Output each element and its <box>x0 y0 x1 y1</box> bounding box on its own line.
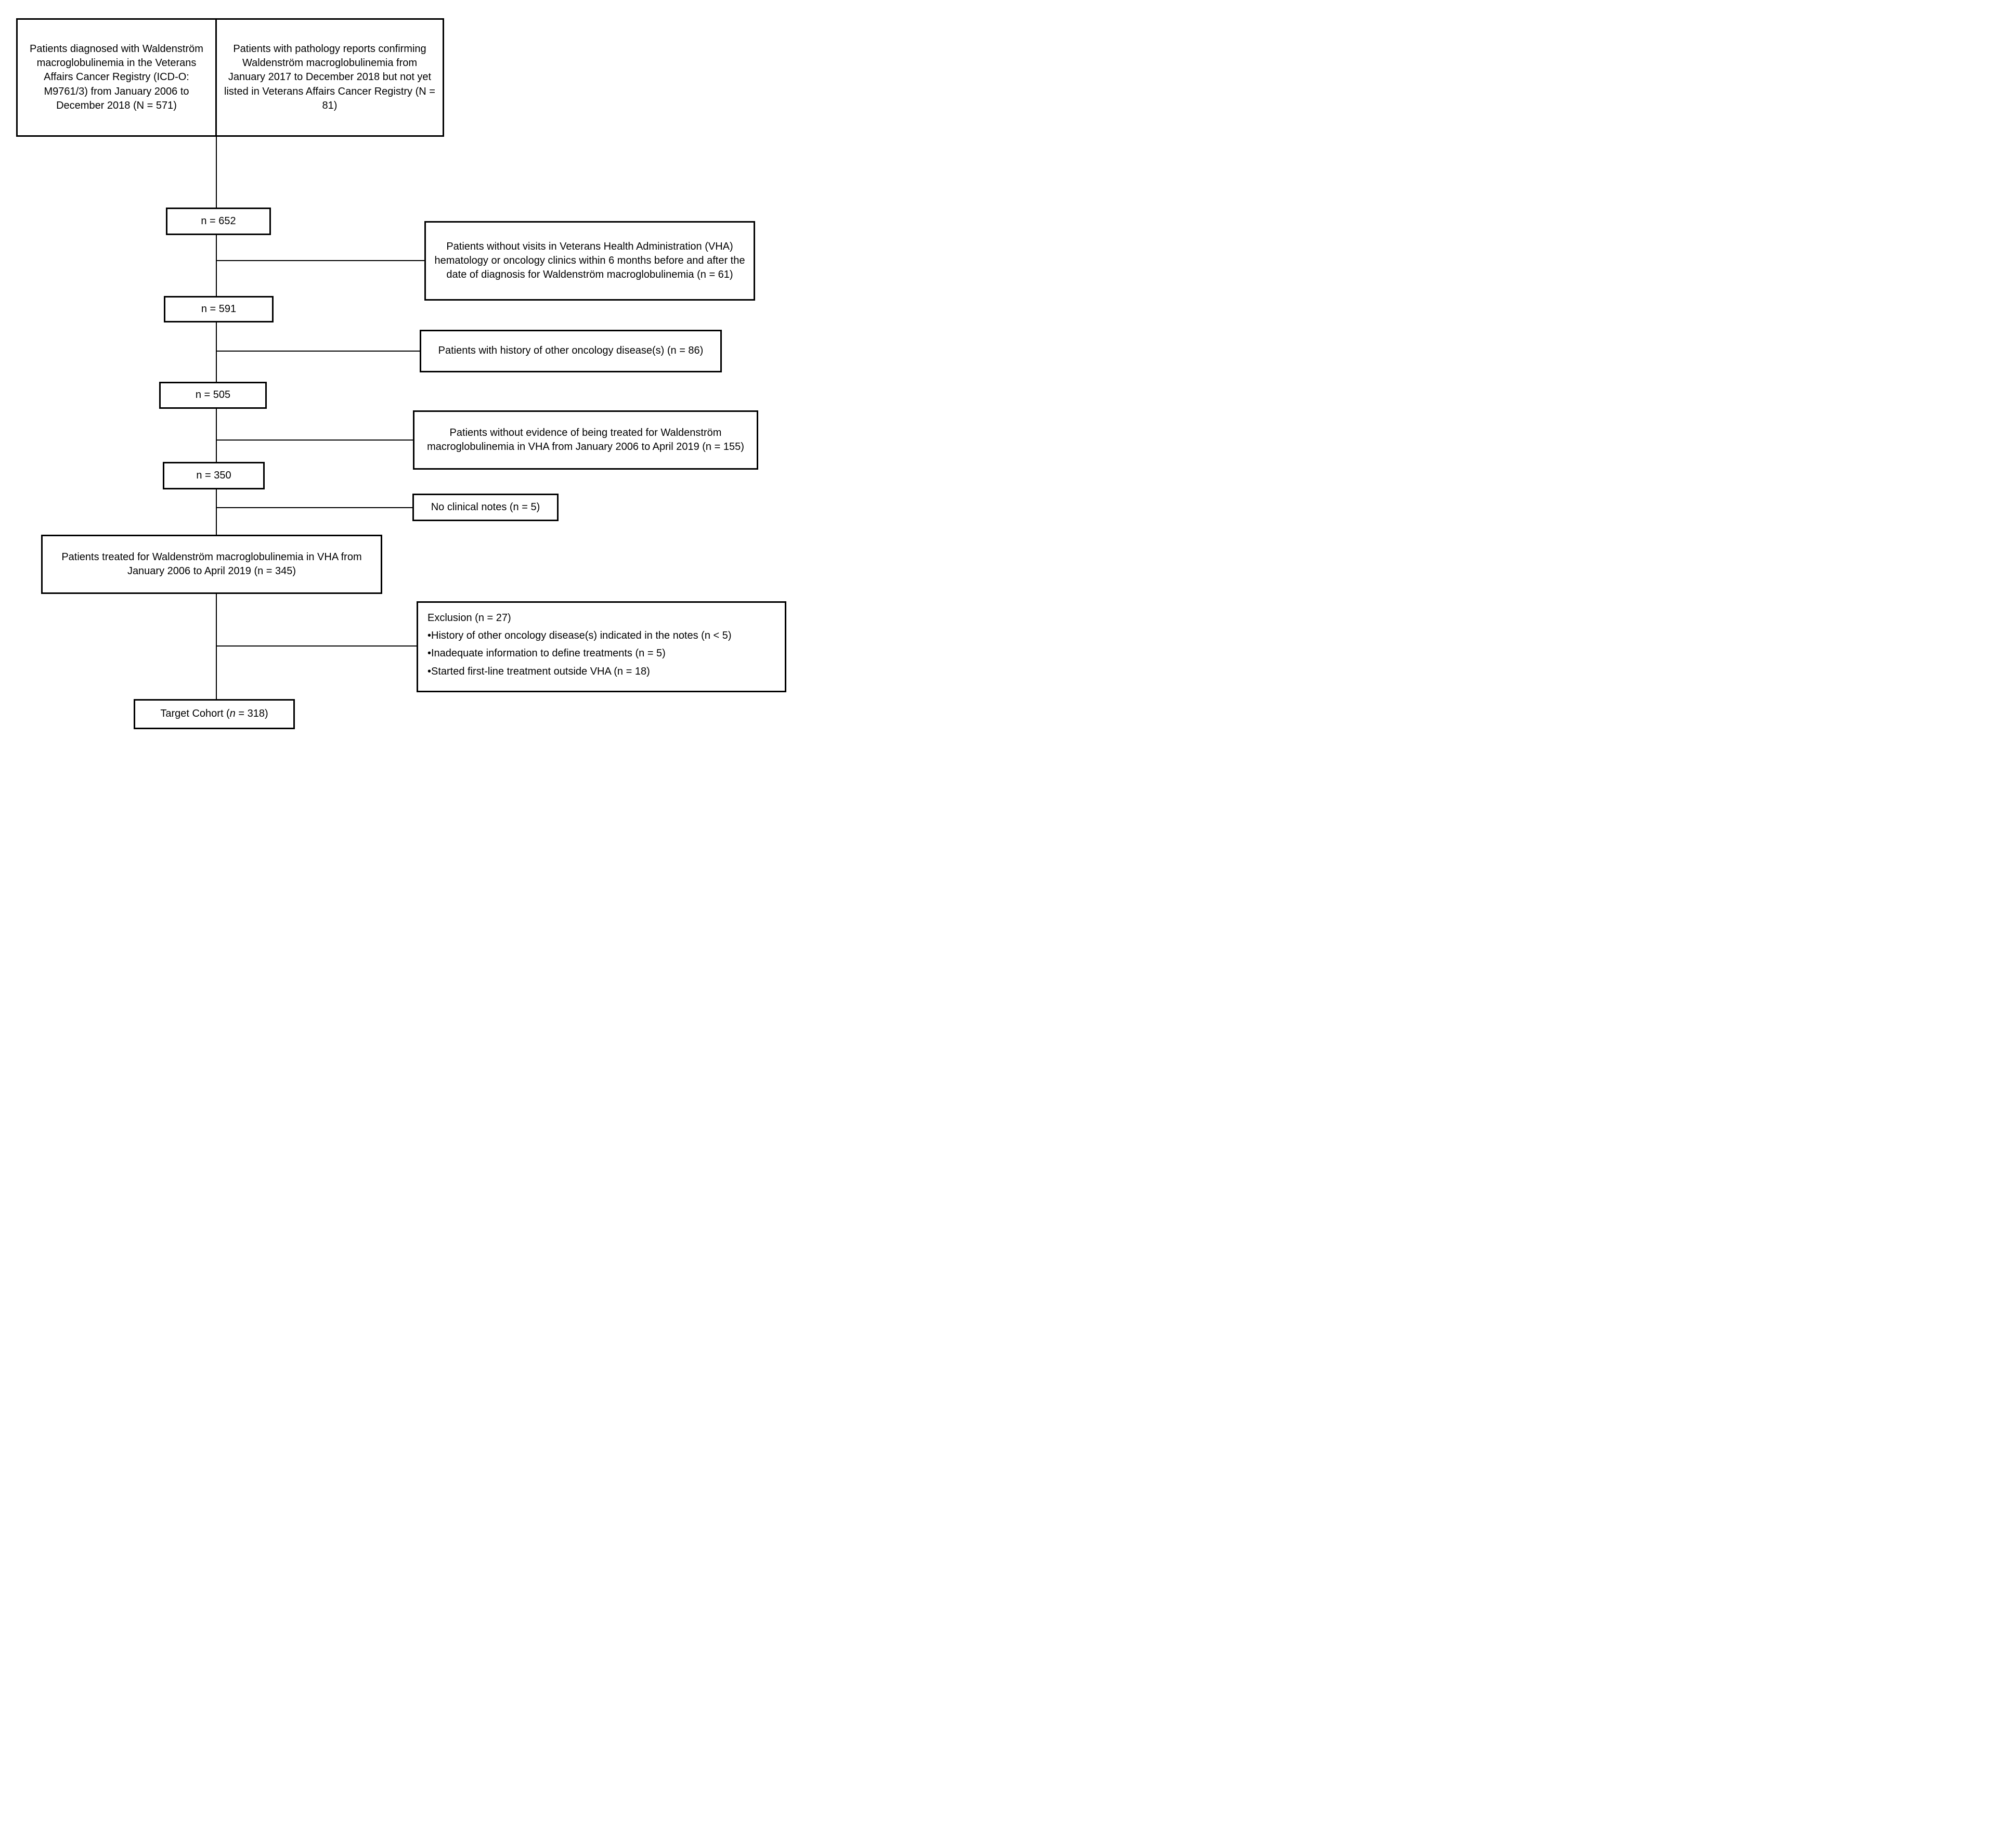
excluded-no-notes-box: No clinical notes (n = 5) <box>412 494 559 521</box>
registry-cohort-box: Patients diagnosed with Waldenström macr… <box>18 20 217 135</box>
connector-history-line <box>217 351 420 352</box>
count-box-350: n = 350 <box>163 462 265 489</box>
source-boxes: Patients diagnosed with Waldenström macr… <box>16 18 444 137</box>
exclusion-title: Exclusion (n = 27) <box>427 612 511 624</box>
pathology-cohort-text: Patients with pathology reports confirmi… <box>224 43 435 111</box>
target-cohort-box: Target Cohort (n = 318) <box>134 699 295 729</box>
count-652-text: n = 652 <box>201 215 236 227</box>
treated-cohort-text: Patients treated for Waldenström macrogl… <box>61 551 362 577</box>
patient-flow-diagram: Patients diagnosed with Waldenström macr… <box>0 0 799 739</box>
count-591-text: n = 591 <box>201 303 237 315</box>
exclusion-item: •Inadequate information to define treatm… <box>427 648 666 660</box>
excluded-no-treatment-text: Patients without evidence of being treat… <box>427 427 744 453</box>
count-box-591: n = 591 <box>164 296 274 322</box>
exclusion-summary-box: Exclusion (n = 27) •History of other onc… <box>417 601 786 692</box>
target-cohort-pre: Target Cohort ( <box>160 708 230 720</box>
excluded-history-text: Patients with history of other oncology … <box>438 345 704 357</box>
excluded-no-notes-text: No clinical notes (n = 5) <box>431 501 540 513</box>
count-box-652: n = 652 <box>166 208 271 235</box>
exclusion-item: •History of other oncology disease(s) in… <box>427 630 732 642</box>
count-box-505: n = 505 <box>159 382 267 409</box>
connector-no-notes-line <box>217 507 412 508</box>
connector-exclusion-line <box>217 645 417 647</box>
excluded-history-box: Patients with history of other oncology … <box>420 330 722 372</box>
excluded-no-treatment-box: Patients without evidence of being treat… <box>413 410 758 470</box>
connector-no-treatment-line <box>217 440 413 441</box>
count-505-text: n = 505 <box>195 389 231 401</box>
count-350-text: n = 350 <box>196 469 231 481</box>
trunk-line <box>216 137 217 699</box>
target-cohort-n: n <box>229 708 236 720</box>
pathology-cohort-box: Patients with pathology reports confirmi… <box>217 20 443 135</box>
connector-no-visits-line <box>217 260 424 261</box>
excluded-no-visits-box: Patients without visits in Veterans Heal… <box>424 221 755 301</box>
treated-cohort-box: Patients treated for Waldenström macrogl… <box>41 535 382 594</box>
excluded-no-visits-text: Patients without visits in Veterans Heal… <box>434 240 745 281</box>
registry-cohort-text: Patients diagnosed with Waldenström macr… <box>30 43 203 111</box>
exclusion-item: •Started first-line treatment outside VH… <box>427 665 650 677</box>
target-cohort-post: = 318) <box>235 708 268 720</box>
target-cohort-text: Target Cohort (n = 318) <box>160 707 268 721</box>
